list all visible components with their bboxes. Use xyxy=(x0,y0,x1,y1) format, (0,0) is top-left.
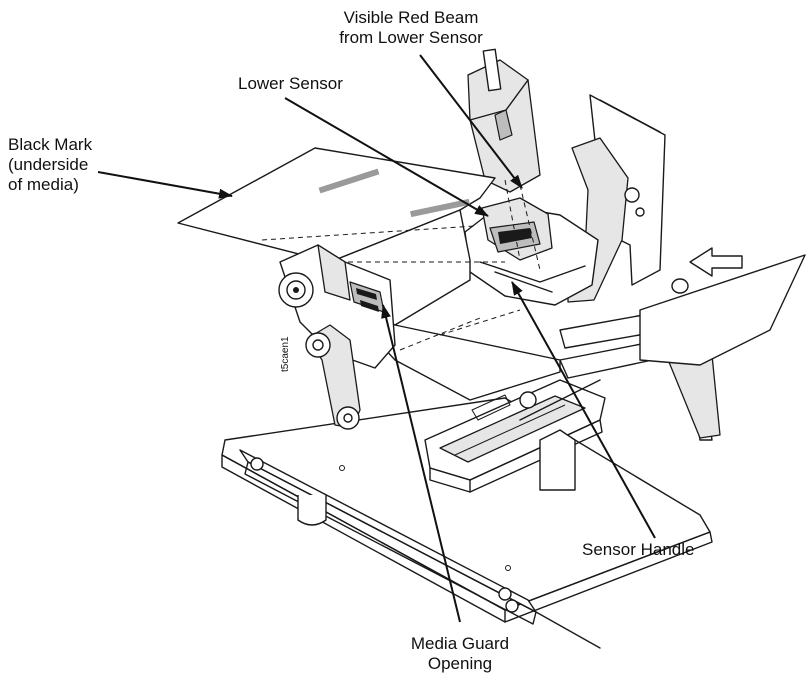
base-rail xyxy=(239,449,601,649)
pivot-lever xyxy=(305,324,361,430)
lower-sensor-body xyxy=(464,179,599,306)
label-sensor-handle: Sensor Handle xyxy=(582,540,694,560)
label-media-guard-line1: Media Guard xyxy=(410,634,510,653)
leader-lines xyxy=(97,54,656,623)
figure-code: t5caen1 xyxy=(280,336,291,372)
label-black-mark-line3: of media) xyxy=(8,175,79,194)
feed-direction-arrow xyxy=(689,247,743,277)
media-guide xyxy=(278,244,396,369)
label-black-mark-line1: Black Mark xyxy=(8,135,93,154)
media-tail xyxy=(639,254,806,366)
base-plate xyxy=(221,397,713,623)
label-black-mark: Black Mark (underside of media) xyxy=(8,135,92,195)
label-black-mark-line2: (underside xyxy=(8,155,89,174)
upper-sensor-arm xyxy=(467,48,541,193)
label-visible-red-beam: Visible Red Beam from Lower Sensor xyxy=(296,8,526,48)
label-media-guard-line2: Opening xyxy=(427,654,493,673)
media-web xyxy=(177,147,561,401)
label-lower-sensor-text: Lower Sensor xyxy=(238,74,343,93)
label-sensor-handle-text: Sensor Handle xyxy=(582,540,695,559)
label-lower-sensor: Lower Sensor xyxy=(238,74,343,94)
label-visible-red-beam-line2: from Lower Sensor xyxy=(339,28,483,47)
sensor-handle-tray xyxy=(424,379,606,493)
label-media-guard-opening: Media Guard Opening xyxy=(385,634,535,674)
label-visible-red-beam-line1: Visible Red Beam xyxy=(343,8,479,27)
